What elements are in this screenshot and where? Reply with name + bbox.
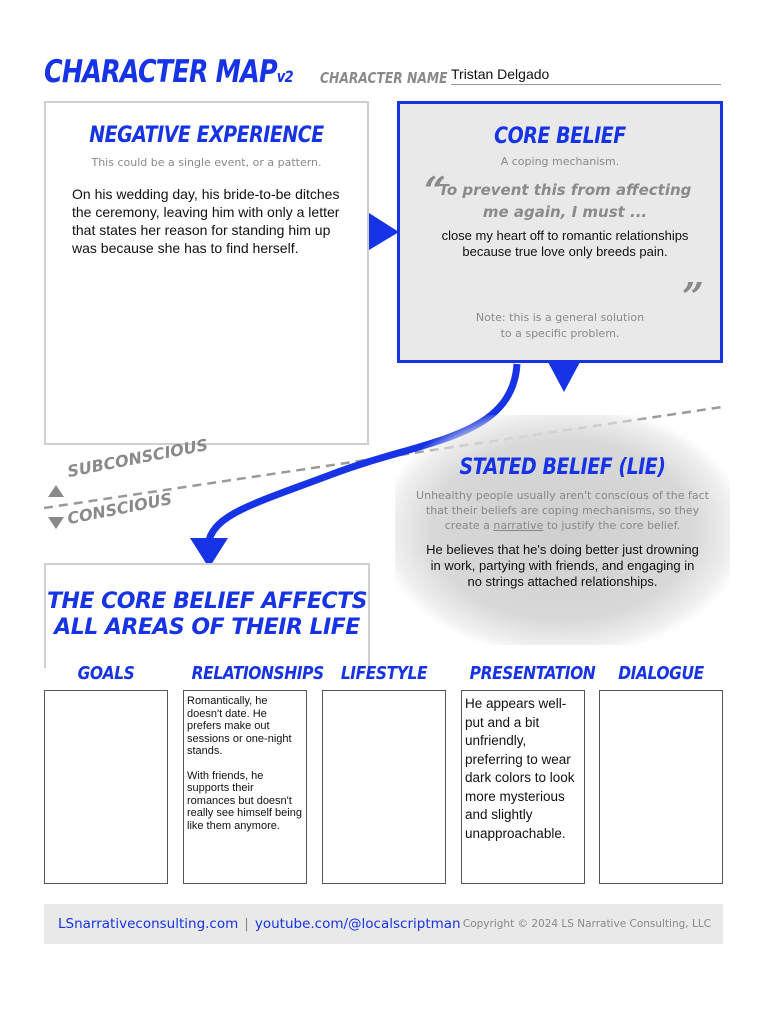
arrow-down-large-icon	[190, 538, 228, 568]
presentation-text[interactable]: He appears well-put and a bit unfriendly…	[465, 696, 575, 841]
version-label: v2	[276, 67, 294, 86]
core-belief-note: Note: this is a general solution to a sp…	[400, 310, 720, 342]
goals-box[interactable]	[44, 690, 168, 884]
core-affects-title-line1: THE CORE BELIEF AFFECTS	[47, 589, 367, 614]
negative-experience-title: NEGATIVE EXPERIENCE	[89, 123, 324, 148]
core-belief-subtitle: A coping mechanism.	[500, 155, 620, 168]
core-affects-title-line2: ALL AREAS OF THEIR LIFE	[54, 615, 360, 640]
website-link[interactable]: LSnarrativeconsulting.com	[58, 916, 239, 932]
open-quote-icon: “	[424, 168, 446, 213]
presentation-heading: PRESENTATION	[469, 663, 596, 684]
dialogue-heading: DIALOGUE	[618, 663, 704, 684]
page-title-text: CHARACTER MAP	[44, 54, 278, 90]
presentation-box[interactable]: He appears well-put and a bit unfriendly…	[461, 690, 585, 884]
negative-experience-subtitle: This could be a single event, or a patte…	[91, 156, 322, 169]
goals-heading: GOALS	[77, 663, 135, 684]
stated-belief-text[interactable]: He believes that he's doing better just …	[426, 542, 699, 589]
arrow-down-icon	[548, 362, 580, 392]
arrow-right-icon	[369, 213, 399, 250]
footer-separator: |	[244, 916, 249, 932]
relationships-text-romantic: Romantically, he doesn't date. He prefer…	[187, 695, 292, 757]
character-name-label: CHARACTER NAME	[320, 69, 448, 87]
relationships-heading: RELATIONSHIPS	[191, 663, 324, 684]
core-belief-title: CORE BELIEF	[494, 124, 626, 149]
footer: LSnarrativeconsulting.com | youtube.com/@l…	[44, 904, 723, 944]
triangle-down-icon	[48, 517, 64, 529]
core-affects-title: THE CORE BELIEF AFFECTS ALL AREAS OF THE…	[46, 589, 368, 641]
triangle-up-icon	[48, 485, 64, 497]
negative-experience-text[interactable]: On his wedding day, his bride-to-be ditc…	[72, 186, 340, 256]
youtube-link[interactable]: youtube.com/@localscriptman	[254, 916, 461, 932]
stated-belief-subtitle: Unhealthy people usually aren't consciou…	[415, 488, 710, 533]
core-belief-note-line2: to a specific problem.	[500, 327, 620, 340]
lifestyle-text[interactable]	[323, 691, 445, 699]
stated-belief-cloud	[395, 415, 730, 645]
core-belief-note-line1: Note: this is a general solution	[475, 311, 645, 324]
core-affects-box: THE CORE BELIEF AFFECTS ALL AREAS OF THE…	[44, 563, 370, 668]
relationships-text[interactable]: Romantically, he doesn't date. He prefer…	[184, 691, 306, 836]
goals-text[interactable]	[45, 691, 167, 699]
core-belief-prompt: To prevent this from affecting me again,…	[438, 181, 692, 221]
stated-belief-subtitle-b: to justify the core belief.	[543, 519, 681, 532]
copyright-text: Copyright © 2024 LS Narrative Consulting…	[462, 918, 711, 930]
footer-links: LSnarrativeconsulting.com | youtube.com/@l…	[58, 916, 461, 932]
dialogue-text[interactable]	[600, 691, 722, 699]
character-name-field[interactable]: Tristan Delgado	[451, 66, 721, 85]
close-quote-icon: ”	[682, 274, 704, 319]
stated-belief-subtitle-a: Unhealthy people usually aren't consciou…	[416, 489, 709, 532]
page-title: CHARACTER MAPv2	[44, 54, 294, 90]
lifestyle-box[interactable]	[322, 690, 446, 884]
stated-belief-title: STATED BELIEF (LIE)	[459, 455, 666, 480]
lifestyle-heading: LIFESTYLE	[340, 663, 428, 684]
core-belief-text[interactable]: close my heart off to romantic relations…	[441, 228, 689, 259]
narrative-term: narrative	[493, 519, 544, 532]
core-belief-box: CORE BELIEF A coping mechanism. “ To pre…	[397, 101, 723, 363]
dialogue-box[interactable]	[599, 690, 723, 884]
negative-experience-box: NEGATIVE EXPERIENCE This could be a sing…	[44, 101, 369, 445]
relationships-box[interactable]: Romantically, he doesn't date. He prefer…	[183, 690, 307, 884]
relationships-text-friends: With friends, he supports their romances…	[187, 769, 302, 832]
curved-arrow-path	[204, 363, 521, 546]
